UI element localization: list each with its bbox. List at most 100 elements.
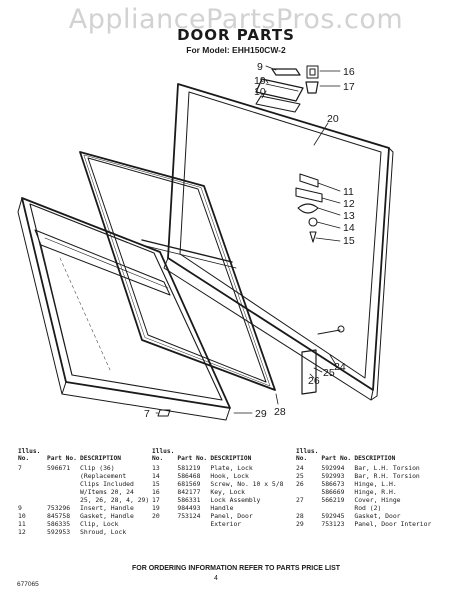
part-description: Bar, R.H. Torsion — [354, 472, 420, 480]
part-number — [47, 488, 80, 496]
illus-number: 14 — [152, 472, 160, 480]
header-description: DESCRIPTION — [210, 455, 252, 462]
exterior-door-panel — [163, 83, 394, 401]
illus-number: 11 — [18, 520, 26, 528]
part-description: Clip, Lock — [80, 520, 119, 528]
lock-shroud — [295, 187, 323, 203]
parts-row: W/Items 20, 24 — [18, 488, 151, 496]
watermark: AppliancePartsPros.com — [68, 4, 404, 35]
part-description: (Replacement — [80, 472, 127, 480]
part-description: Handle — [210, 504, 234, 512]
part-number: 586673 — [321, 480, 345, 488]
part-description: Hinge, R.H. — [354, 488, 397, 496]
document-number: 677065 — [17, 581, 39, 588]
door-gasket — [79, 151, 276, 391]
part-number: 566219 — [321, 496, 345, 504]
callout-15: 15 — [343, 235, 355, 247]
part-description: Gasket, Handle — [80, 512, 134, 520]
illus-number: 26 — [296, 480, 304, 488]
part-description: Shroud, Lock — [80, 528, 127, 536]
callout-24: 24 — [334, 361, 346, 373]
header-part: Part No. — [321, 455, 352, 462]
illus-number — [152, 520, 177, 528]
ordering-note: FOR ORDERING INFORMATION REFER TO PARTS … — [131, 565, 341, 572]
part-description: Exterior — [210, 520, 242, 528]
part-description: Bar, L.H. Torsion — [354, 464, 420, 472]
part-description: Rod (2) — [354, 504, 382, 512]
callout-12: 12 — [343, 198, 355, 210]
part-number: 845758 — [47, 512, 71, 520]
interior-door-panel — [17, 197, 231, 421]
header-part: Part No. — [177, 455, 208, 462]
parts-row: Exterior — [152, 520, 285, 528]
illus-number: 17 — [152, 496, 160, 504]
handle-gasket — [255, 95, 301, 113]
handle-insert — [271, 68, 301, 76]
illus-number: 12 — [18, 528, 26, 536]
illus-number — [18, 472, 47, 480]
callout-10: 10 — [254, 86, 266, 98]
part-description: Hook, Lock — [210, 472, 249, 480]
part-number: 842177 — [177, 488, 201, 496]
illus-number — [18, 496, 47, 504]
callout-19: 19 — [254, 75, 266, 87]
part-description: W/Items 20, 24 — [80, 488, 134, 496]
lock-assembly — [305, 81, 319, 94]
part-description: Plate, Lock — [210, 464, 253, 472]
page-title: DOOR PARTS — [177, 26, 295, 44]
callout-13: 13 — [343, 210, 355, 222]
part-number — [47, 496, 80, 504]
callout-7: 7 — [144, 408, 150, 420]
illus-number — [296, 504, 321, 512]
exploded-door-diagram: 9 16 19 17 10 20 11 12 13 14 15 7 29 28 … — [17, 61, 394, 421]
illus-number — [296, 488, 321, 496]
illus-number: 20 — [152, 512, 160, 520]
part-description: Lock Assembly — [210, 496, 261, 504]
part-number — [321, 504, 354, 512]
callout-11: 11 — [343, 186, 354, 198]
header-illus: Illus. No. — [296, 448, 319, 462]
parts-row: (Replacement — [18, 472, 151, 480]
door-clip — [157, 409, 171, 417]
callout-20: 20 — [327, 113, 339, 125]
handle — [255, 78, 304, 102]
part-description: Panel, Door Interior — [354, 520, 432, 528]
part-description: Cover, Hinge — [354, 496, 401, 504]
part-description: Gasket, Door — [354, 512, 401, 520]
part-number: 586331 — [177, 496, 201, 504]
header-illus: Illus. No. — [152, 448, 175, 462]
part-description: Panel, Door — [210, 512, 253, 520]
part-number: 681569 — [177, 480, 201, 488]
lock-key — [306, 65, 319, 79]
illus-number: 29 — [296, 520, 304, 528]
illus-number: 24 — [296, 464, 304, 472]
part-description: Insert, Handle — [80, 504, 134, 512]
part-description: Key, Lock — [210, 488, 245, 496]
callout-26: 26 — [308, 375, 320, 387]
model-subtitle: For Model: EHH150CW-2 — [186, 45, 286, 55]
illus-number: 7 — [18, 464, 22, 472]
part-number: 753123 — [321, 520, 345, 528]
illus-number: 16 — [152, 488, 160, 496]
parts-row: 25, 26, 28, 4, 29) — [18, 496, 151, 504]
callout-9: 9 — [257, 61, 263, 73]
lock-clip — [299, 173, 319, 188]
hinge — [301, 349, 317, 395]
header-illus: Illus. No. — [18, 448, 41, 462]
part-number: 592945 — [321, 512, 345, 520]
page-number: 4 — [214, 575, 218, 582]
part-number: 753124 — [177, 512, 201, 520]
parts-row: Rod (2) — [296, 504, 433, 512]
callout-17: 17 — [343, 81, 355, 93]
parts-row: 17 586331 Lock Assembly — [152, 496, 285, 504]
illus-number: 27 — [296, 496, 304, 504]
part-number: 586669 — [321, 488, 345, 496]
